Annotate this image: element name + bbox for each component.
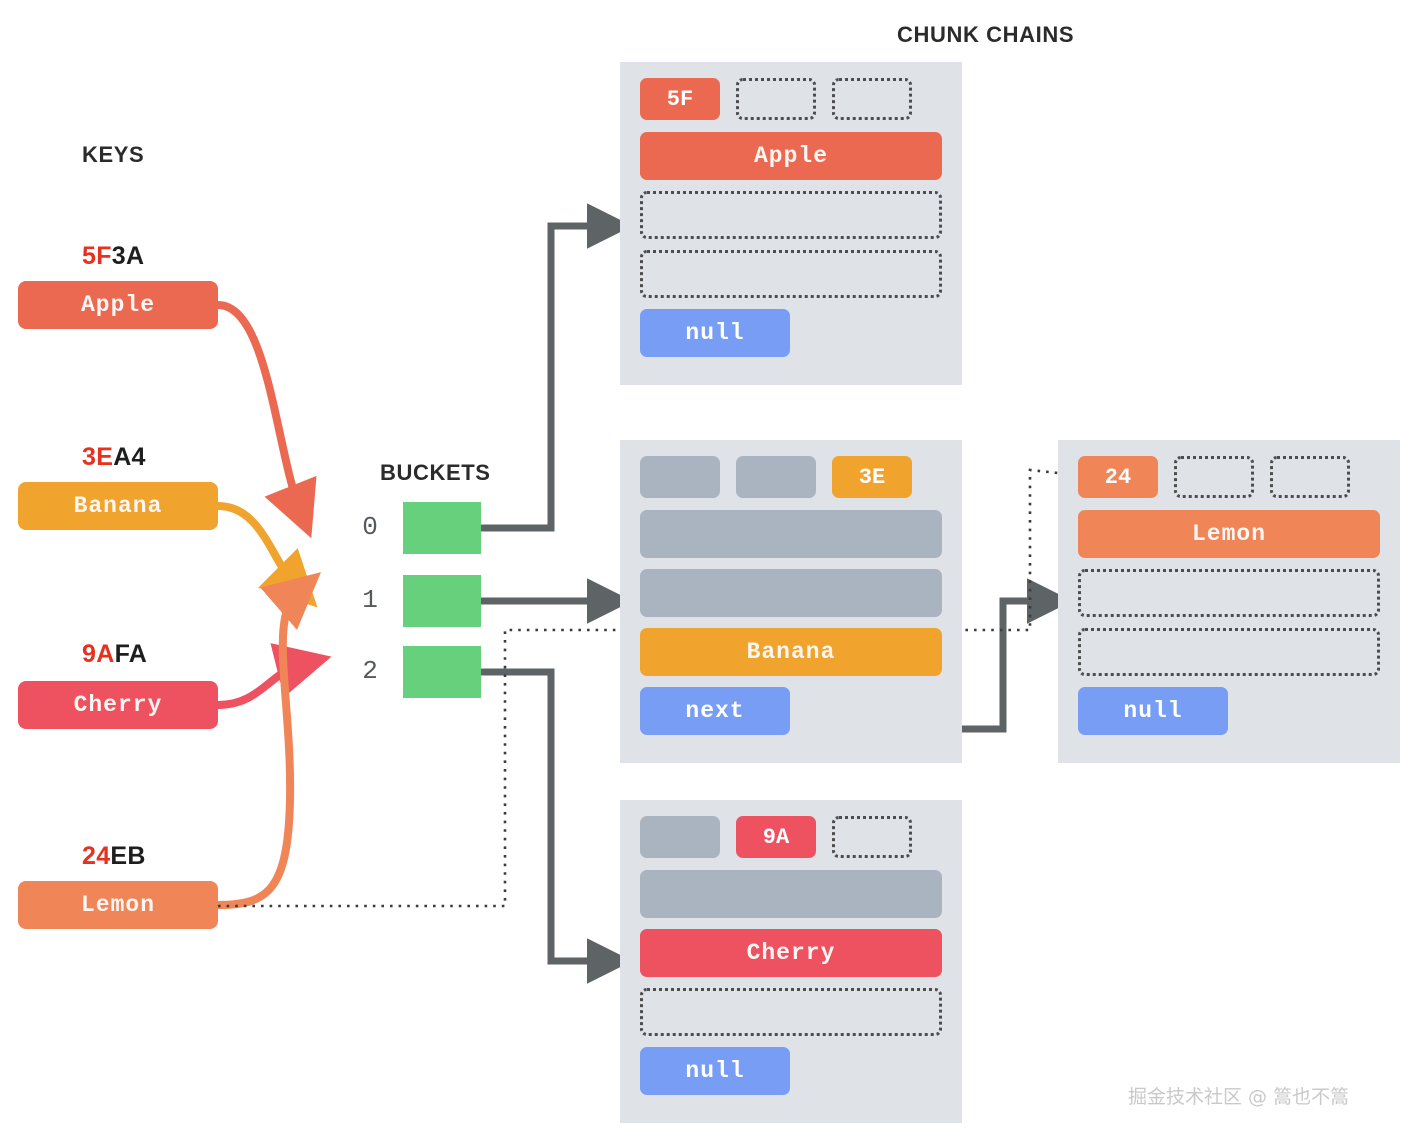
link-bucket2-to-chunk-cherry (481, 668, 633, 984)
chunk-apple-next-pointer[interactable]: null (640, 309, 790, 357)
chunk-apple-tag-row: 5F (640, 78, 942, 120)
key-hash-prefix: 5F (82, 242, 112, 270)
chunk-banana-slot-2[interactable]: Banana (640, 628, 942, 676)
key-chip-banana[interactable]: Banana (18, 482, 218, 530)
chunk-apple-slot-2[interactable] (640, 250, 942, 298)
chunk-cherry-tag-1[interactable]: 9A (736, 816, 816, 858)
chunk-chains-heading: CHUNK CHAINS (897, 22, 1075, 47)
key-chip-cherry[interactable]: Cherry (18, 681, 218, 729)
arrow-lemon-to-bucket1 (214, 572, 321, 909)
chunk-lemon-tag-0[interactable]: 24 (1078, 456, 1158, 498)
keys-heading: KEYS (82, 142, 145, 167)
chunk-cherry-slot-0[interactable] (640, 870, 942, 918)
chunk-lemon-next-pointer[interactable]: null (1078, 687, 1228, 735)
key-chip-lemon[interactable]: Lemon (18, 881, 218, 929)
key-hash-prefix: 3E (82, 443, 114, 471)
chunk-banana-slot-1[interactable] (640, 569, 942, 617)
chunk-apple-tag-0[interactable]: 5F (640, 78, 720, 120)
chunk-cherry-tag-2[interactable] (832, 816, 912, 858)
chunk-banana-tag-2[interactable]: 3E (832, 456, 912, 498)
chunk-cherry-tag-row: 9A (640, 816, 942, 858)
key-hash-rest: 3A (111, 242, 145, 270)
arrow-banana-to-bucket1 (214, 502, 318, 608)
key-hash-cherry: 9AFA (82, 640, 147, 669)
key-chip-apple[interactable]: Apple (18, 281, 218, 329)
chunk-apple-slot-0[interactable]: Apple (640, 132, 942, 180)
arrow-apple-to-bucket0 (214, 301, 317, 539)
chunk-lemon-tag-row: 24 (1078, 456, 1380, 498)
chunk-lemon-slot-2[interactable] (1078, 628, 1380, 676)
chunk-apple-tag-2[interactable] (832, 78, 912, 120)
key-hash-apple: 5F3A (82, 242, 144, 271)
bucket-cell-1[interactable] (403, 575, 481, 627)
chunk-apple-tag-1[interactable] (736, 78, 816, 120)
key-hash-rest: FA (114, 640, 148, 668)
chunk-cherry-tag-0[interactable] (640, 816, 720, 858)
key-hash-prefix: 9A (82, 640, 115, 668)
watermark: 掘金技术社区 @ 篙也不篙 (1128, 1086, 1350, 1108)
bucket-index-2: 2 (362, 656, 378, 686)
chunk-cherry: 9A Cherry null (620, 800, 962, 1123)
chunk-lemon: 24 Lemon null (1058, 440, 1400, 763)
bucket-cell-0[interactable] (403, 502, 481, 554)
chunk-cherry-next-pointer[interactable]: null (640, 1047, 790, 1095)
chunk-lemon-tag-1[interactable] (1174, 456, 1254, 498)
chunk-apple-slot-1[interactable] (640, 191, 942, 239)
arrow-cherry-to-bucket2 (214, 643, 332, 709)
bucket-cell-2[interactable] (403, 646, 481, 698)
bucket-index-1: 1 (362, 585, 378, 615)
key-hash-prefix: 24 (82, 842, 111, 870)
chunk-banana-next-pointer[interactable]: next (640, 687, 790, 735)
chunk-banana-tag-0[interactable] (640, 456, 720, 498)
chunk-cherry-slot-2[interactable] (640, 988, 942, 1036)
link-bucket0-to-chunk-apple (481, 203, 633, 532)
key-hash-rest: EB (110, 842, 146, 870)
chunk-banana-slot-0[interactable] (640, 510, 942, 558)
chunk-lemon-slot-1[interactable] (1078, 569, 1380, 617)
chunk-apple: 5F Apple null (620, 62, 962, 385)
chunk-lemon-tag-2[interactable] (1270, 456, 1350, 498)
chunk-banana: 3E Banana next (620, 440, 962, 763)
chunk-banana-tag-row: 3E (640, 456, 942, 498)
key-hash-rest: A4 (113, 443, 146, 471)
chunk-cherry-slot-1[interactable]: Cherry (640, 929, 942, 977)
buckets-heading: BUCKETS (380, 460, 491, 485)
chunk-banana-tag-1[interactable] (736, 456, 816, 498)
bucket-index-0: 0 (362, 512, 378, 542)
key-hash-banana: 3EA4 (82, 443, 146, 472)
key-hash-lemon: 24EB (82, 842, 146, 871)
chunk-lemon-slot-0[interactable]: Lemon (1078, 510, 1380, 558)
